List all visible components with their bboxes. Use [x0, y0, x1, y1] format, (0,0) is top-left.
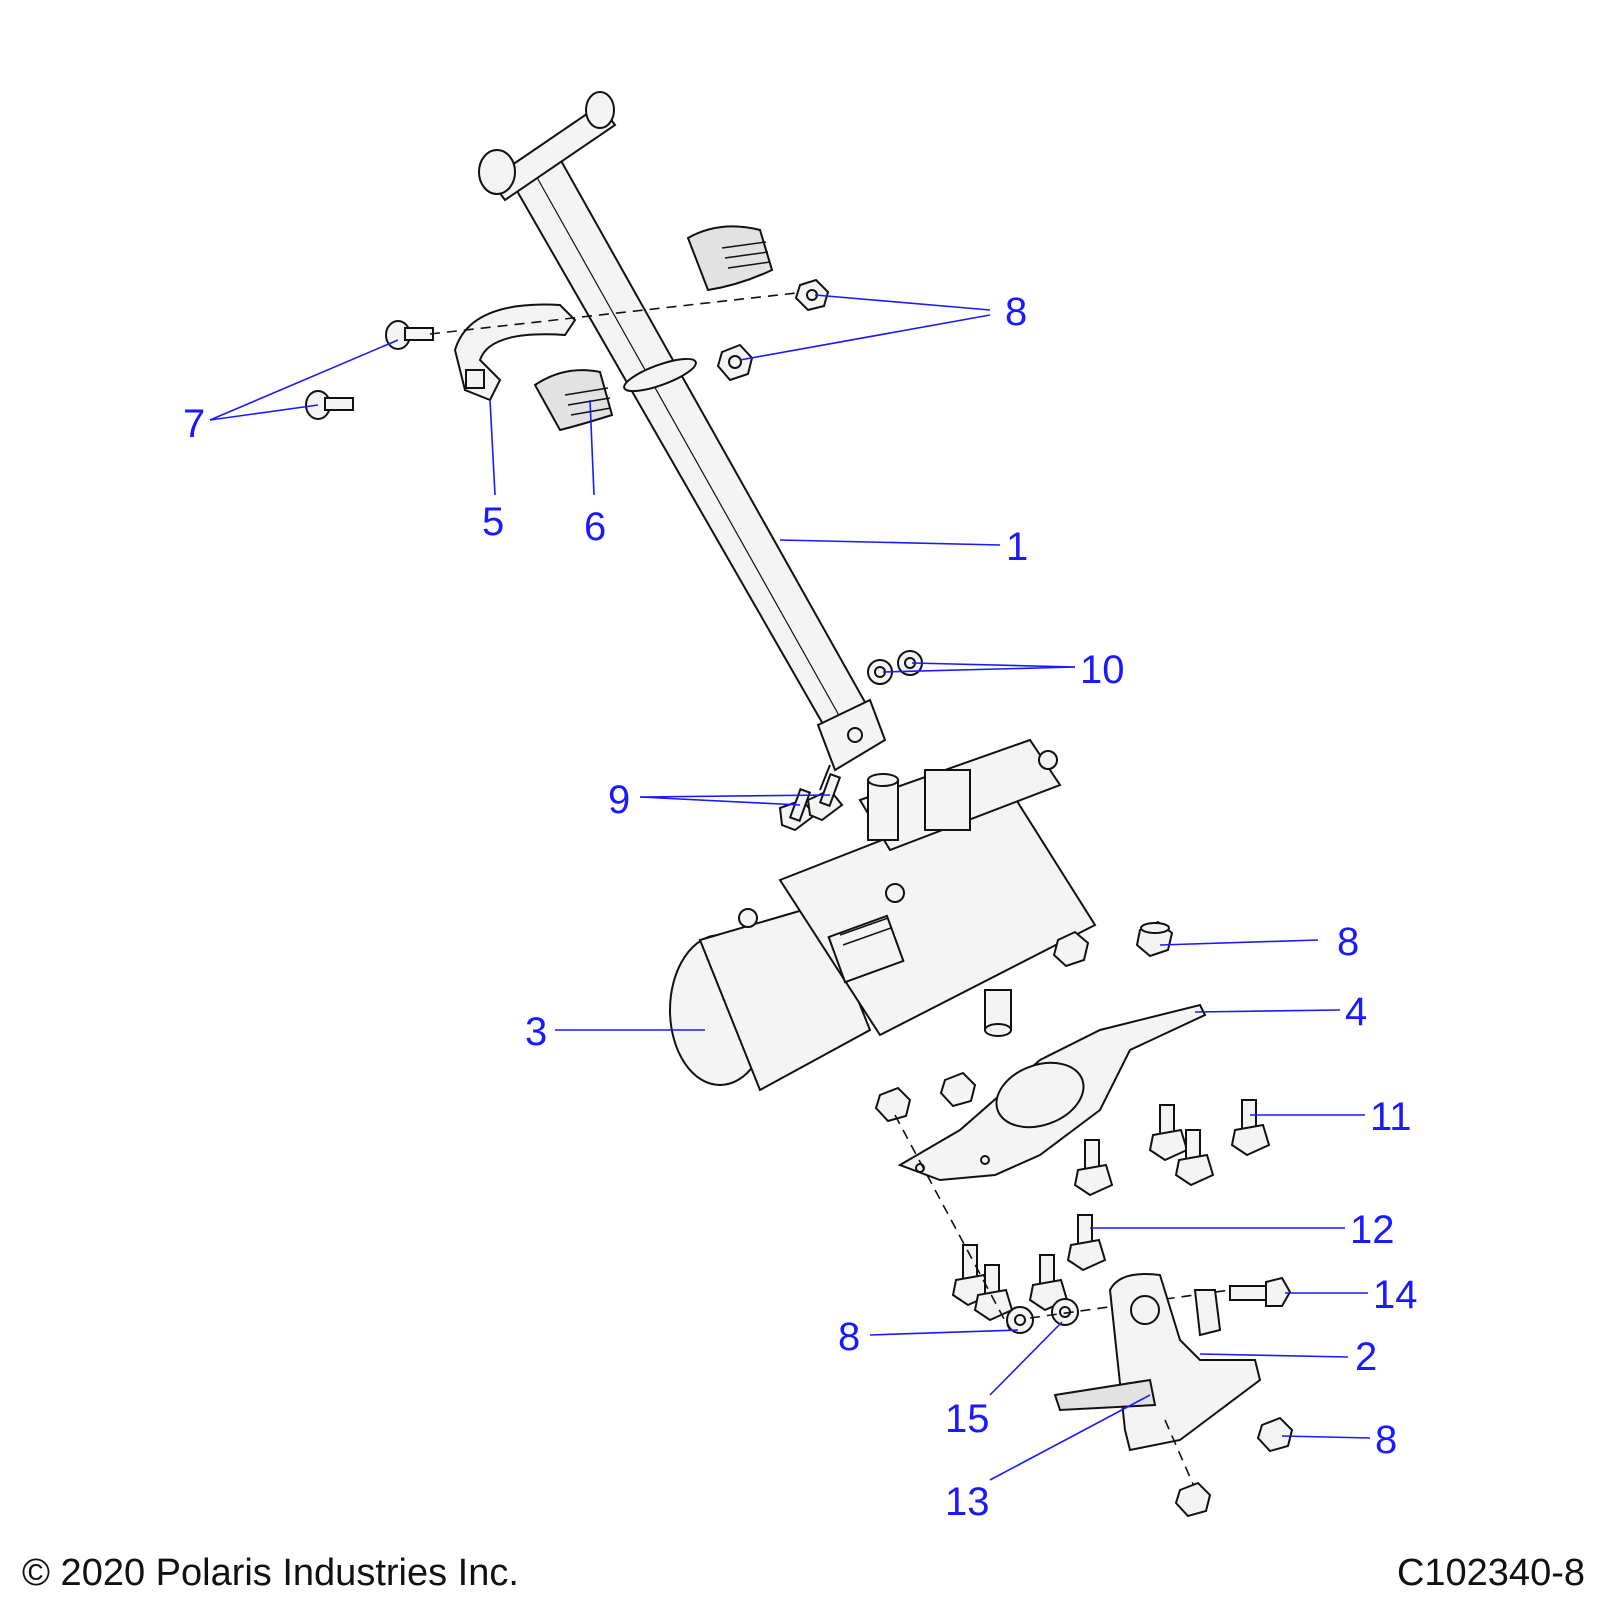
nut-8-bottom-right: [1256, 1416, 1294, 1453]
callout-3: 3: [525, 1010, 547, 1054]
bolt-12b: [951, 1244, 992, 1307]
callout-13: 13: [945, 1480, 990, 1524]
flange-nut-center: [939, 1071, 977, 1108]
nut-8-top-a: [794, 278, 830, 312]
bolt-11a: [1073, 1139, 1114, 1197]
rubber-bushing-upper: [686, 225, 774, 292]
bolt-11b: [1148, 1104, 1189, 1162]
callout-7: 7: [183, 402, 205, 446]
callout-5: 5: [482, 500, 504, 544]
callout-4: 4: [1345, 990, 1367, 1034]
steering-column: [478, 91, 887, 791]
bolt-14: [1229, 1276, 1292, 1307]
callout-11: 11: [1370, 1095, 1412, 1139]
callout-1: 1: [1006, 525, 1028, 569]
copyright-notice: © 2020 Polaris Industries Inc.: [22, 1552, 519, 1594]
callout-6: 6: [584, 505, 606, 549]
callout-8-bottom: 8: [1375, 1418, 1397, 1462]
callout-9: 9: [608, 778, 630, 822]
callout-8-low: 8: [838, 1315, 860, 1359]
callout-2: 2: [1355, 1335, 1377, 1379]
callout-15: 15: [945, 1397, 990, 1441]
callout-labels: 1 2 3 4 5 6 7 8 8 8 8 9 10 11 12 13 14 1…: [183, 290, 1418, 1524]
nut-bottom: [1174, 1481, 1212, 1518]
nut-8-mid: [1135, 920, 1174, 958]
bolt-12c: [973, 1264, 1014, 1322]
callout-14: 14: [1373, 1273, 1418, 1317]
nut-8-low: [1006, 1306, 1034, 1334]
drawing-number: C102340-8: [1397, 1552, 1585, 1594]
callout-8-top: 8: [1005, 290, 1027, 334]
flange-nut-left: [874, 1086, 912, 1123]
rubber-bushing-lower: [533, 369, 614, 432]
callout-12: 12: [1350, 1208, 1395, 1252]
callout-8-mid: 8: [1337, 920, 1359, 964]
power-steering-unit: [669, 738, 1097, 1092]
nut-under-unit: [1052, 930, 1090, 968]
bolt-12a: [1066, 1214, 1107, 1272]
leader-lines: [209, 294, 1371, 1481]
callout-10: 10: [1080, 648, 1125, 692]
washer-15: [1051, 1298, 1079, 1326]
bolt-9b: [806, 772, 844, 822]
bolt-11d: [1230, 1099, 1271, 1157]
bolt-7a: [385, 320, 434, 350]
steering-joint-bracket: [1053, 1273, 1262, 1452]
nut-8-top-b: [716, 343, 754, 382]
bolt-11c: [1174, 1129, 1215, 1187]
